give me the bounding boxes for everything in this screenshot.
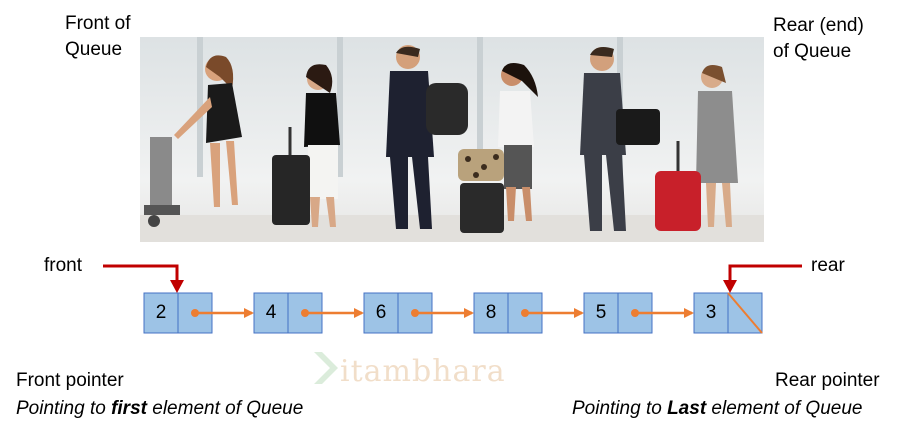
- rear-pointer-arrow: [728, 264, 802, 286]
- node-value: 8: [485, 302, 497, 323]
- front-pointer-emphasis: first: [111, 398, 147, 419]
- rear-of-queue-label: Rear (end) of Queue: [773, 15, 864, 62]
- rear-pointer-description: Pointing to Last element of Queue: [572, 398, 863, 419]
- node-data-cell: [473, 292, 509, 334]
- node-value: 2: [155, 302, 167, 323]
- queue-node-4: [473, 292, 584, 334]
- queue-node-2: [253, 292, 364, 334]
- watermark-logo-icon: [314, 352, 338, 384]
- person-6: [655, 65, 738, 231]
- queue-photo: [140, 37, 764, 242]
- queue-node-5: [583, 292, 694, 334]
- next-pointer-dot: [411, 309, 419, 317]
- next-pointer-dot: [631, 309, 639, 317]
- person-1: [144, 55, 242, 227]
- queue-node-6: [693, 292, 763, 334]
- rear-pointer-title: Rear pointer: [775, 370, 880, 391]
- node-value: 6: [375, 302, 387, 323]
- person-4: [458, 63, 538, 233]
- node-data-cell: [363, 292, 399, 334]
- next-pointer-dot: [521, 309, 529, 317]
- person-5: [580, 47, 660, 231]
- node-value: 5: [595, 302, 607, 323]
- node-data-cell: [143, 292, 179, 334]
- watermark-text: itambhara: [340, 354, 506, 389]
- front-pointer-label: front: [44, 255, 83, 276]
- front-pointer-description: Pointing to first element of Queue: [16, 398, 304, 419]
- node-value: 4: [265, 302, 277, 323]
- rear-pointer-emphasis: Last: [667, 398, 707, 419]
- front-pointer-arrowhead: [170, 280, 184, 293]
- node-value: 3: [705, 302, 717, 323]
- queue-node-1: [143, 292, 254, 334]
- next-pointer-dot: [191, 309, 199, 317]
- rear-pointer-arrowhead: [723, 280, 737, 293]
- front-pointer-title: Front pointer: [16, 370, 124, 391]
- front-of-queue-label: Front of Queue: [65, 13, 131, 60]
- node-data-cell: [253, 292, 289, 334]
- rear-pointer-label: rear: [811, 255, 845, 276]
- person-3: [386, 45, 468, 229]
- null-pointer-slash: [727, 292, 763, 334]
- node-data-cell: [583, 292, 619, 334]
- next-pointer-dot: [301, 309, 309, 317]
- front-pointer-arrow: [103, 264, 179, 286]
- person-2: [272, 64, 340, 227]
- queue-node-3: [363, 292, 474, 334]
